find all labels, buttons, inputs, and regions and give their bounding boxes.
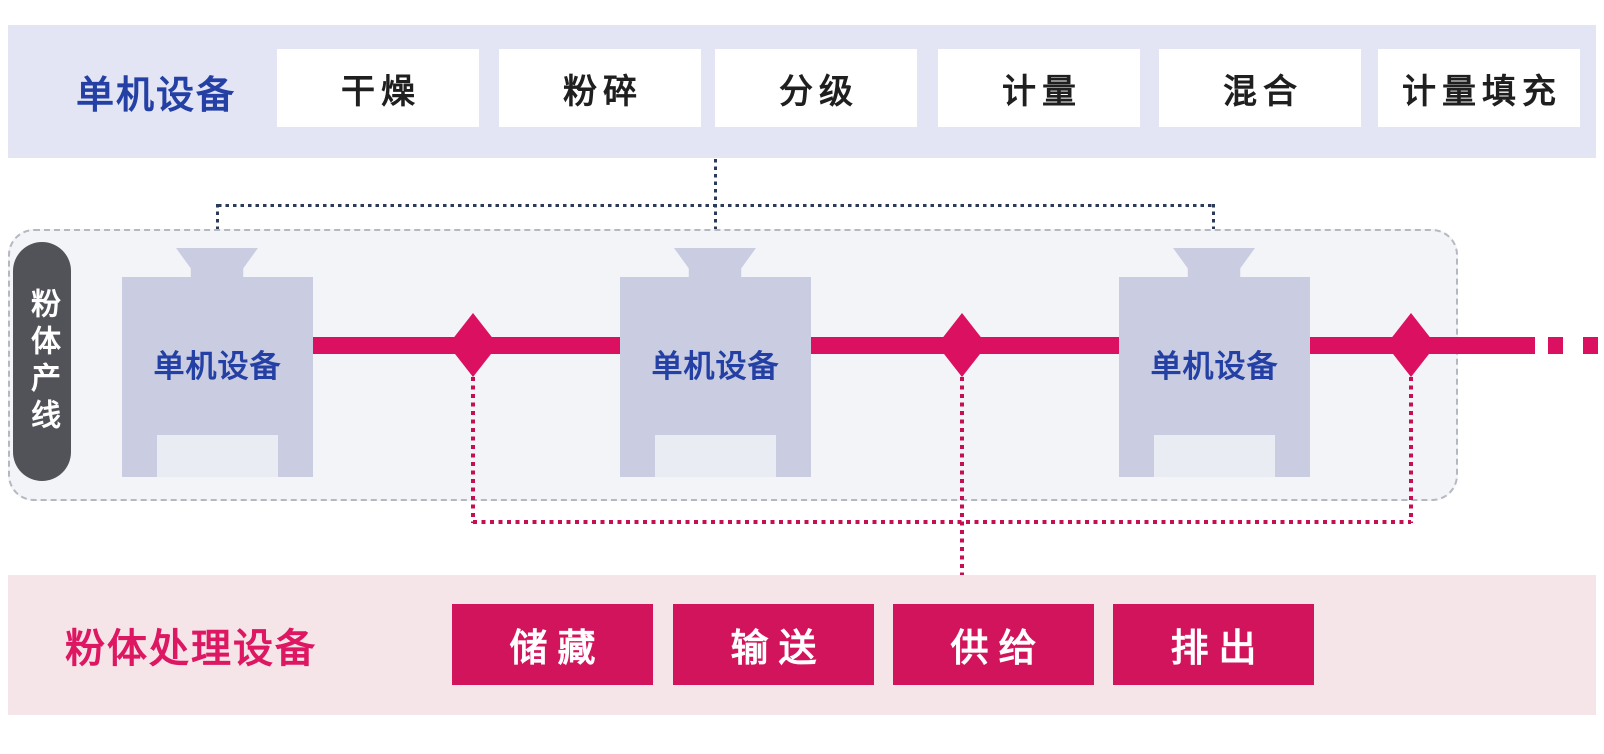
handling-box-supplying: 供给: [893, 604, 1094, 685]
machine-body: 单机设备: [1119, 277, 1310, 477]
machine-unit-2: 单机设备: [620, 248, 811, 477]
connector-navy-horizontal: [218, 204, 1214, 207]
process-box-metering: 计量: [938, 49, 1140, 127]
process-box-classifying: 分级: [715, 49, 917, 127]
machine-base-inset: [1154, 435, 1275, 477]
powder-handling-title: 粉体处理设备: [65, 627, 317, 671]
process-box-crushing: 粉碎: [499, 49, 701, 127]
connector-navy-drop-right: [1212, 204, 1215, 247]
process-box-metering-filling: 计量填充: [1378, 49, 1580, 127]
handling-box-storage: 储藏: [452, 604, 653, 685]
machine-hopper-icon: [674, 248, 756, 278]
process-box-drying: 干燥: [277, 49, 479, 127]
machine-label: 单机设备: [153, 348, 282, 384]
connector-red-horizontal: [473, 520, 1411, 524]
connector-red-drop-3: [1409, 377, 1413, 523]
handling-box-discharging: 排出: [1113, 604, 1314, 685]
machine-body: 单机设备: [620, 277, 811, 477]
connector-navy-drop-center: [714, 159, 717, 247]
machine-unit-1: 单机设备: [122, 248, 313, 477]
machine-label: 单机设备: [651, 348, 780, 384]
machine-body: 单机设备: [122, 277, 313, 477]
process-box-mixing: 混合: [1159, 49, 1361, 127]
powder-handling-band: 粉体处理设备 储藏 输送 供给 排出: [8, 575, 1596, 715]
connector-navy-drop-left: [216, 204, 219, 247]
connector-red-drop-1: [471, 377, 475, 523]
handling-box-conveying: 输送: [673, 604, 874, 685]
connector-red-drop-2: [960, 377, 964, 575]
machine-base-inset: [655, 435, 776, 477]
production-line-label: 粉体产线: [26, 287, 59, 436]
machine-hopper-icon: [1173, 248, 1255, 278]
flow-continuation-dash-1: [1548, 337, 1563, 354]
production-line-pill: 粉体产线: [13, 242, 71, 481]
machine-hopper-icon: [176, 248, 258, 278]
machine-unit-3: 单机设备: [1119, 248, 1310, 477]
standalone-equipment-title: 单机设备: [76, 75, 237, 117]
standalone-equipment-band: 单机设备 干燥 粉碎 分级 计量 混合 计量填充: [8, 25, 1596, 158]
flow-continuation-dash-2: [1583, 337, 1598, 354]
machine-label: 单机设备: [1150, 348, 1279, 384]
machine-base-inset: [157, 435, 278, 477]
